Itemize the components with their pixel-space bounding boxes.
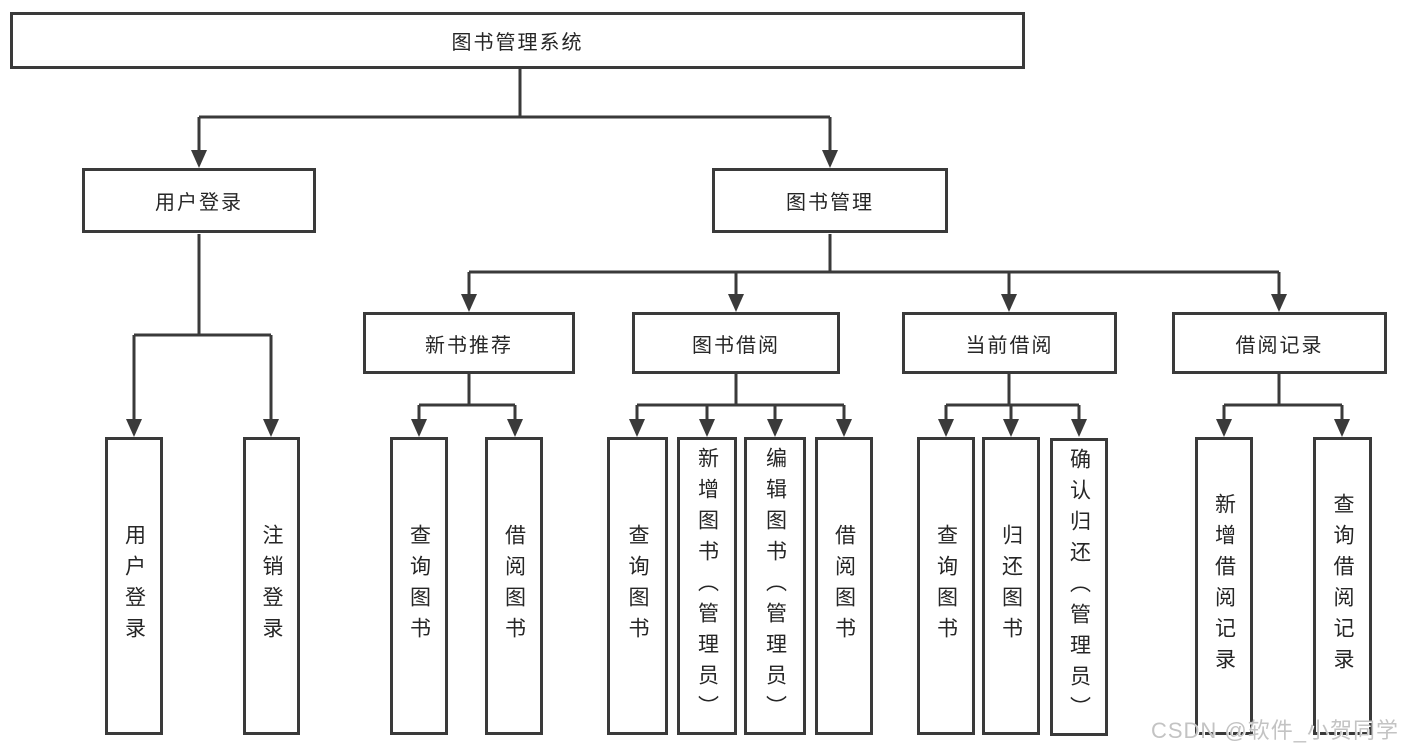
connector-stems [134,69,1342,407]
node-label: 新书推荐 [425,334,513,357]
leaf-borrow-books-recommend: 借阅图书 [485,437,543,735]
leaf-user-login: 用户登录 [105,437,163,735]
leaf-return-books: 归还图书 [982,437,1040,735]
node-current-borrowing: 当前借阅 [902,312,1117,374]
leaf-logout-login: 注销登录 [243,437,300,735]
leaf-query-books-recommend: 查询图书 [390,437,448,735]
node-label: 确认归还（管理员） [1067,447,1091,727]
node-new-book-recommendation: 新书推荐 [363,312,575,374]
leaf-query-borrow-record: 查询借阅记录 [1313,437,1372,735]
node-label: 图书管理系统 [451,32,584,54]
node-user-login: 用户登录 [82,168,316,233]
node-book-borrowing: 图书借阅 [632,312,840,374]
node-label: 当前借阅 [965,334,1054,357]
node-label: 查询图书 [934,524,958,648]
csdn-watermark: CSDN @软件_小贺同学 [1150,718,1399,743]
node-label: 借阅图书 [502,524,526,648]
node-label: 图书借阅 [692,334,780,357]
node-book-management: 图书管理 [712,168,948,233]
leaf-add-books-admin: 新增图书（管理员） [677,437,737,735]
node-label: 用户登录 [122,524,146,648]
leaf-query-books-borrowing: 查询图书 [607,437,668,735]
node-label: 查询借阅记录 [1331,493,1354,679]
leaf-confirm-return-admin: 确认归还（管理员） [1050,438,1108,736]
leaf-query-books-current: 查询图书 [917,437,975,735]
connector-arrows [126,117,1350,437]
node-label: 借阅记录 [1235,334,1324,357]
node-label: 新增图书（管理员） [695,446,719,726]
leaf-borrow-books-borrowing: 借阅图书 [815,437,873,735]
node-label: 图书管理 [786,192,874,214]
node-label: 新增借阅记录 [1212,493,1236,679]
node-label: 查询图书 [407,524,431,648]
node-label: 用户登录 [155,192,243,214]
node-label: 查询图书 [626,524,649,648]
node-label: 归还图书 [999,524,1023,648]
node-borrowing-records: 借阅记录 [1172,312,1387,374]
leaf-add-borrow-record: 新增借阅记录 [1195,437,1253,735]
node-label: 注销登录 [260,524,283,648]
leaf-edit-books-admin: 编辑图书（管理员） [744,437,806,735]
node-library-management-system: 图书管理系统 [10,12,1025,69]
node-label: 借阅图书 [832,524,856,648]
node-label: 编辑图书（管理员） [763,446,787,726]
